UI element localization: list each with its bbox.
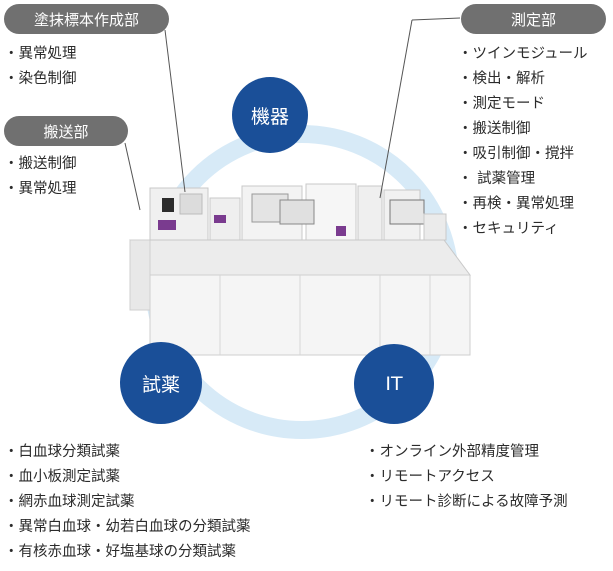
list-item: 搬送制御 [458, 117, 587, 142]
list-item: 再検・異常処理 [458, 192, 587, 217]
list-item: オンライン外部精度管理 [365, 440, 568, 465]
list-item: 測定モード [458, 92, 587, 117]
reagent-list: 白血球分類試薬 血小板測定試薬 網赤血球測定試薬 異常白血球・幼若白血球の分類試… [4, 440, 251, 565]
list-item: 異常白血球・幼若白血球の分類試薬 [4, 515, 251, 540]
equipment-circle: 機器 [232, 77, 308, 153]
list-item: 異常処理 [4, 42, 77, 67]
pointer-line-measure [411, 17, 461, 21]
transport-functions-list: 搬送制御 異常処理 [4, 152, 77, 202]
list-item: 網赤血球測定試薬 [4, 490, 251, 515]
pointer-line-smear [164, 29, 186, 193]
label-smear-unit: 塗抹標本作成部 [4, 4, 169, 34]
list-item: 白血球分類試薬 [4, 440, 251, 465]
list-item: リモート診断による故障予測 [365, 490, 568, 515]
instrument-illustration [129, 183, 471, 356]
list-item: セキュリティ [458, 217, 587, 242]
measurement-functions-list: ツインモジュール 検出・解析 測定モード 搬送制御 吸引制御・撹拌 試薬管理 再… [458, 42, 588, 242]
label-transport-unit: 搬送部 [4, 116, 128, 146]
smear-functions-list: 異常処理 染色制御 [4, 42, 77, 92]
list-item: 試薬管理 [458, 167, 587, 192]
list-item: 有核赤血球・好塩基球の分類試薬 [4, 540, 251, 565]
pointer-line-measure-2 [379, 19, 413, 199]
list-item: 異常処理 [4, 177, 77, 202]
list-item: ツインモジュール [458, 42, 588, 67]
list-item: 血小板測定試薬 [4, 465, 251, 490]
it-circle: IT [354, 344, 434, 424]
list-item: 搬送制御 [4, 152, 77, 177]
list-item: 検出・解析 [458, 67, 587, 92]
label-measurement-unit: 測定部 [461, 4, 606, 34]
list-item: 吸引制御・撹拌 [458, 142, 587, 167]
list-item: 染色制御 [4, 67, 77, 92]
it-list: オンライン外部精度管理 リモートアクセス リモート診断による故障予測 [365, 440, 568, 515]
reagent-circle: 試薬 [120, 342, 202, 424]
pointer-line-transport [124, 142, 141, 211]
list-item: リモートアクセス [365, 465, 568, 490]
